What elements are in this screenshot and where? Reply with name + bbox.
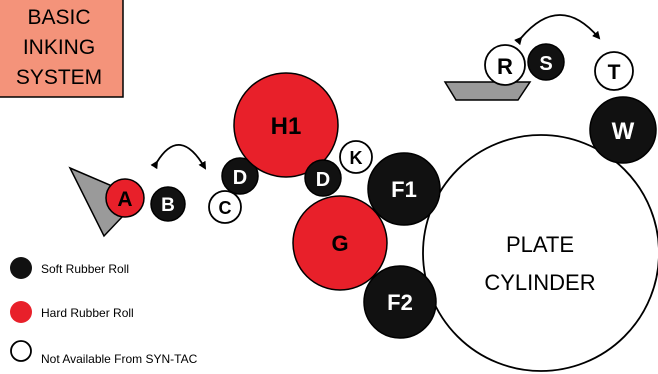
oscillation-arrow-right xyxy=(514,14,601,46)
roller-g: G xyxy=(292,195,388,291)
svg-text:A: A xyxy=(117,188,132,211)
plate-label-2: CYLINDER xyxy=(484,270,595,295)
plate-cylinder xyxy=(422,134,658,372)
title-line-3: SYSTEM xyxy=(16,66,102,89)
legend-soft-label: Soft Rubber Roll xyxy=(41,262,129,276)
svg-text:F2: F2 xyxy=(387,290,413,315)
svg-text:H1: H1 xyxy=(271,113,302,140)
title-box: BASIC INKING SYSTEM xyxy=(0,0,124,98)
svg-text:D: D xyxy=(233,167,247,189)
legend-hard-label: Hard Rubber Roll xyxy=(41,306,134,320)
roller-k: K xyxy=(339,140,373,174)
svg-text:C: C xyxy=(219,198,232,218)
roller-b: B xyxy=(150,186,186,222)
ink-fountain-right xyxy=(443,81,532,101)
roller-f2: F2 xyxy=(363,265,437,339)
roller-d-right: D xyxy=(304,159,342,197)
roller-w: W xyxy=(589,96,657,164)
legend-na-swatch xyxy=(10,340,32,362)
roller-t: T xyxy=(594,51,634,91)
roller-s: S xyxy=(527,43,565,81)
svg-text:K: K xyxy=(350,148,363,168)
roller-f1: F1 xyxy=(367,152,441,226)
roller-a: A xyxy=(105,178,145,218)
title-line-2: INKING xyxy=(23,36,95,59)
svg-text:G: G xyxy=(331,231,348,256)
svg-text:S: S xyxy=(539,53,552,75)
roller-d-left: D xyxy=(221,157,259,195)
plate-label-1: PLATE xyxy=(506,232,574,257)
svg-text:F1: F1 xyxy=(391,177,417,202)
legend: Soft Rubber Roll Hard Rubber Roll Not Av… xyxy=(10,257,198,366)
legend-na-label: Not Available From SYN-TAC xyxy=(41,352,198,366)
svg-text:W: W xyxy=(612,118,635,145)
roller-h1: H1 xyxy=(233,72,339,178)
svg-text:D: D xyxy=(316,169,330,191)
title-line-1: BASIC xyxy=(27,6,90,29)
legend-soft-swatch xyxy=(10,257,32,279)
oscillation-arrow-left xyxy=(150,144,207,170)
legend-hard-swatch xyxy=(10,301,32,323)
svg-text:R: R xyxy=(497,54,513,79)
svg-text:B: B xyxy=(161,195,175,216)
roller-r: R xyxy=(484,44,526,86)
svg-text:T: T xyxy=(608,61,621,84)
roller-c: C xyxy=(208,190,242,224)
